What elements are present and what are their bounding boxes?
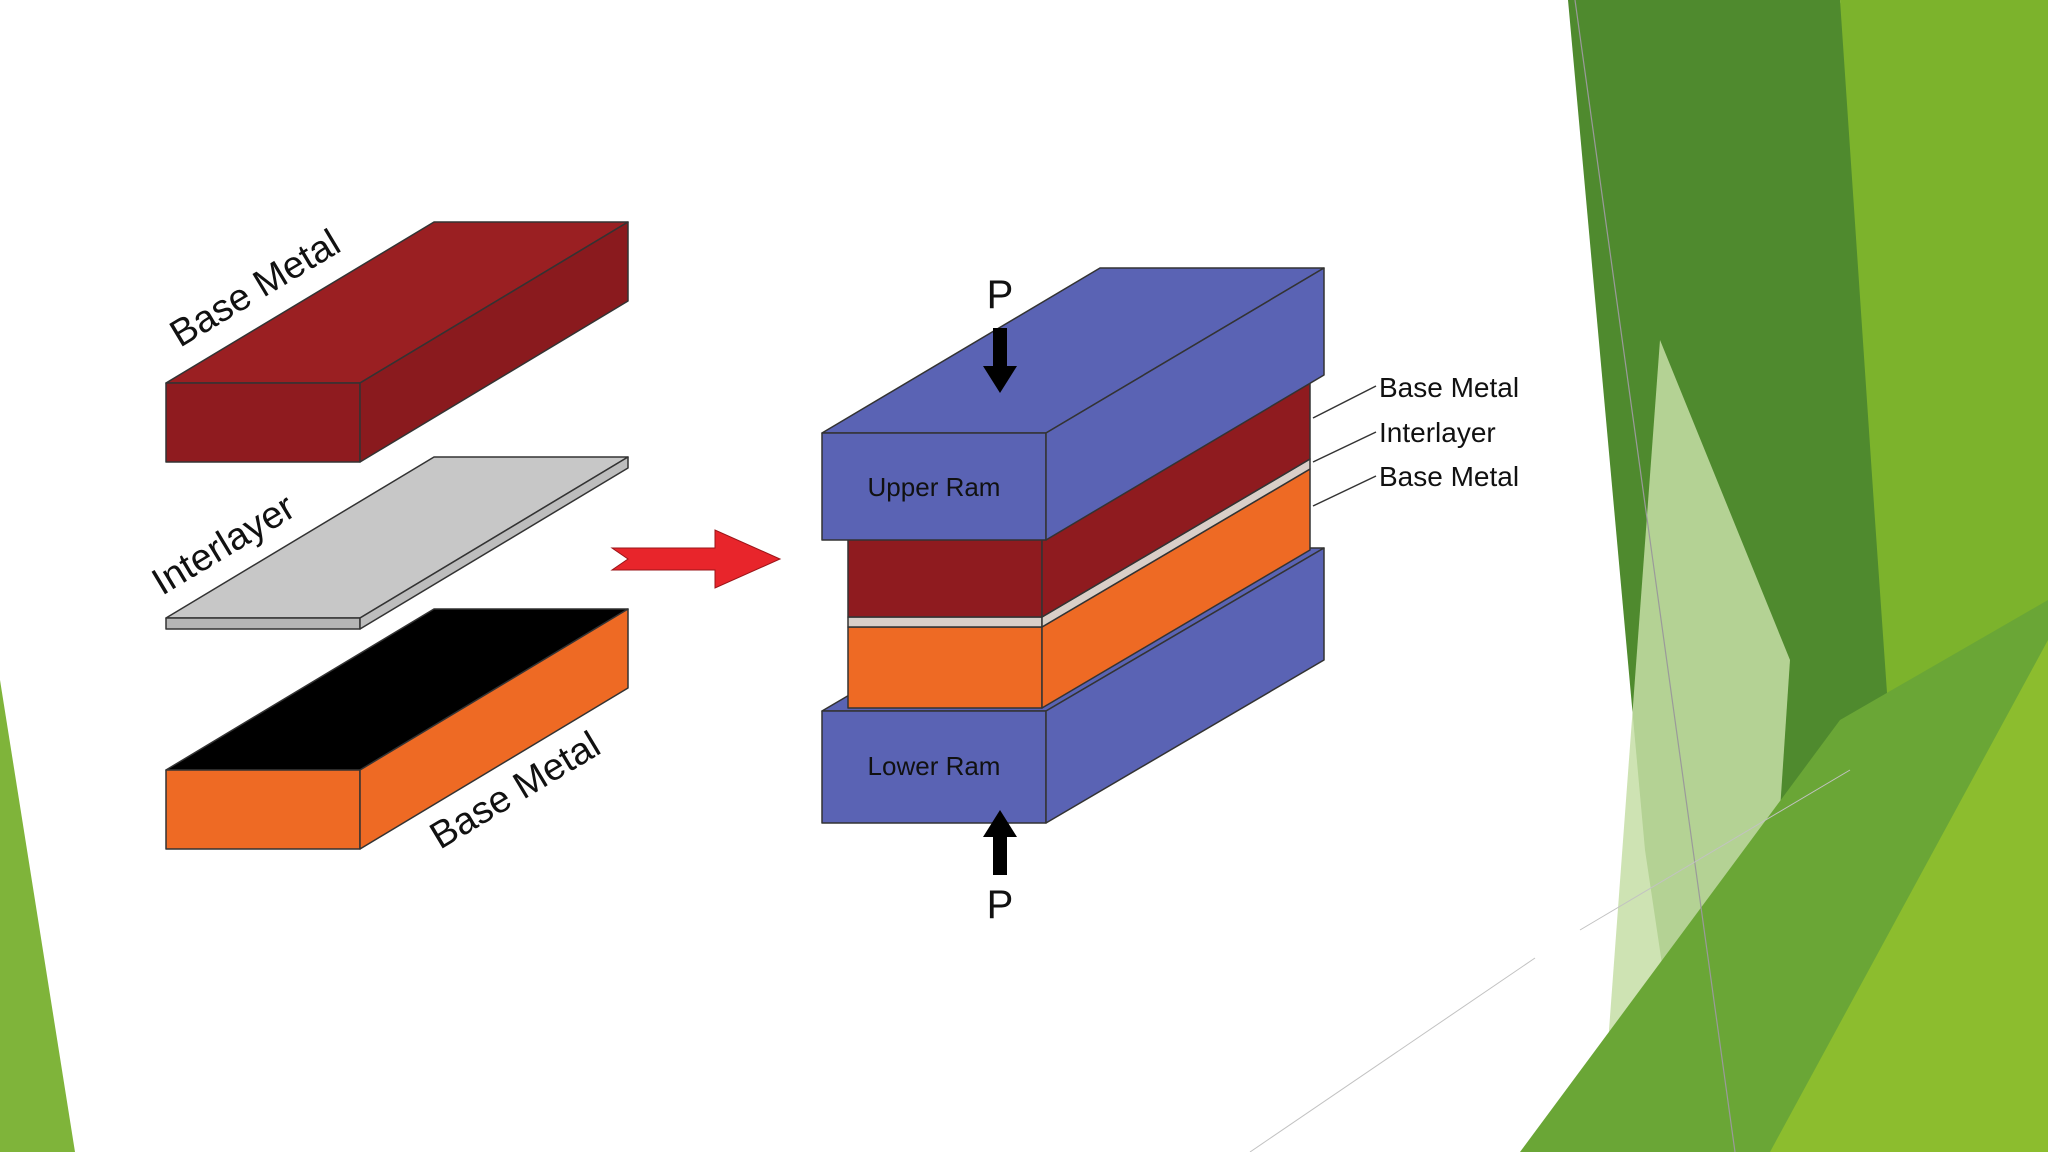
- callout-line-base-metal-top: [1312, 385, 1377, 419]
- bottom-pressure-arrow: [983, 810, 1017, 875]
- thin-line-c: [1579, 769, 1851, 931]
- interlayer-front-face: [165, 617, 361, 630]
- left-green-sliver: [0, 680, 75, 1152]
- interlayer-sheet: [165, 456, 629, 630]
- assembled-top-base-metal: [847, 378, 1311, 618]
- interlayer-side-face: [359, 456, 629, 630]
- assembled-view: [821, 267, 1325, 824]
- red-front-face: [847, 536, 1043, 618]
- top-pressure-label: P: [987, 273, 1014, 317]
- upper-ram-label: Upper Ram: [868, 472, 1001, 502]
- orange-front-face: [847, 626, 1043, 709]
- thin-line-a: [1574, 0, 1736, 1152]
- exploded-view: [165, 221, 629, 850]
- callout-line-interlayer: [1312, 431, 1377, 463]
- top-base-metal-block: [165, 221, 629, 463]
- upper-ram: [821, 267, 1325, 541]
- top-block-side-face: [359, 221, 629, 463]
- thin-line-b: [1249, 957, 1536, 1152]
- bottom-green-light-shape: [1770, 640, 2048, 1152]
- pressure-indicators: P P: [983, 273, 1017, 927]
- interlayer-strip-front: [847, 616, 1043, 628]
- ram-labels: Upper Ram Lower Ram: [868, 472, 1001, 781]
- transition-arrow: [610, 529, 782, 589]
- assembled-interlayer: [847, 458, 1311, 628]
- layer-callouts: Base Metal Interlayer Base Metal: [1312, 372, 1519, 507]
- bottom-pressure-label: P: [987, 883, 1014, 927]
- top-block-front-face: [165, 382, 361, 463]
- bottom-base-metal-block: [165, 608, 629, 850]
- top-pressure-arrow: [983, 328, 1017, 393]
- bottom-block-front-face: [165, 769, 361, 850]
- callout-line-base-metal-bottom: [1312, 475, 1377, 507]
- callout-base-metal-bottom: Base Metal: [1379, 461, 1519, 492]
- callout-interlayer: Interlayer: [1379, 417, 1496, 448]
- callout-base-metal-top: Base Metal: [1379, 372, 1519, 403]
- upper-ram-side-face: [1045, 267, 1325, 541]
- bottom-block-side-face: [359, 608, 629, 850]
- lower-ram-label: Lower Ram: [868, 751, 1001, 781]
- lower-ram-side-face: [1045, 547, 1325, 824]
